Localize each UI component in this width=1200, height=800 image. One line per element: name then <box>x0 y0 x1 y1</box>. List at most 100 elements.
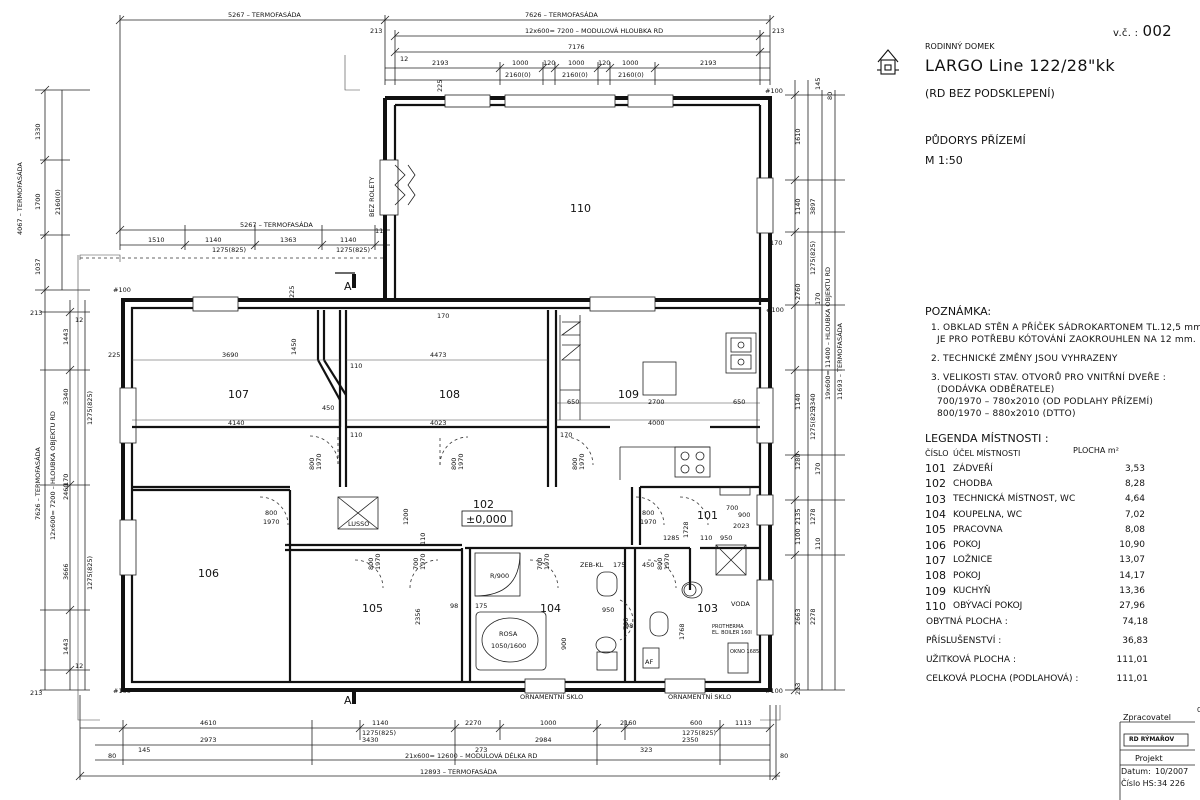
dim-bot-d: 1000 <box>540 719 557 727</box>
totals-value: 111,01 <box>1116 654 1149 665</box>
legend-room-no: 106 <box>925 538 946 552</box>
door-5-w: 800 <box>367 558 375 570</box>
dim-int-misc-3: 170 <box>437 312 449 320</box>
dim-right-2663: 2663 <box>794 608 802 625</box>
legend-col-area: PLOCHA m² <box>1073 446 1119 455</box>
dim-bot-sub-a: 1275(825) <box>362 729 396 737</box>
legend-room-name: POKOJ <box>953 540 981 551</box>
water-label: VODA <box>731 600 750 608</box>
sheet-info-panel: v.č. : 002 RODINNÝ DOMEK LARGO Line 122/… <box>885 0 1200 800</box>
door-3-w: 800 <box>265 509 277 517</box>
dim-right-2278: 2278 <box>809 608 817 625</box>
dim-right-side-c: 170 <box>814 293 822 305</box>
dim-bot-r2-b: 2973 <box>200 736 217 744</box>
sheet-number-prefix: v.č. : <box>1113 28 1139 39</box>
room-101: 101 <box>697 509 718 522</box>
dim-right-2135: 2135 <box>794 508 802 525</box>
totals-value: 74,18 <box>1122 616 1148 627</box>
note-3a: 3. VELIKOSTI STAV. OTVORŮ PRO VNITŘNÍ DV… <box>931 373 1166 383</box>
dim-right-1140b: 1140 <box>794 393 802 410</box>
door-6-w: 700 <box>536 558 544 570</box>
dim-top-side-a: 213 <box>370 27 382 35</box>
dim-bot-modular: 21x600= 12600 – MODULOVÁ DÉLKA RD <box>405 751 537 760</box>
dim-int-misc-5: 225 <box>436 80 444 92</box>
totals-row: PŘÍSLUŠENSTVÍ :36,83 <box>925 631 1149 650</box>
dim-int-misc-10: 175 <box>475 602 487 610</box>
dim-bot-r2-e: 2350 <box>682 736 699 744</box>
legend-room-name: LOŽNICE <box>953 555 993 566</box>
dim-int-misc-21: #100 <box>766 306 784 314</box>
sheet-number-label: v.č. : 002 <box>1113 22 1172 40</box>
door-1-h: 1970 <box>457 453 465 470</box>
room-110: 110 <box>570 202 591 215</box>
legend-room-area: 7,02 <box>1124 509 1145 520</box>
dim-left-lower-mod: 12x600= 7200 – HLOUBKA OBJEKTU RD <box>49 411 57 540</box>
dim-bot-r2-c: 3430 <box>362 736 379 744</box>
dim-top-7176: 7176 <box>568 43 585 51</box>
legend-room-area: 13,07 <box>1119 555 1145 566</box>
note-3d: 800/1970 – 880x2010 (DTTO) <box>937 409 1076 419</box>
door-4-h: 1970 <box>640 518 657 526</box>
room-104: 104 <box>540 602 561 615</box>
dim-int-4023: 4023 <box>430 419 447 427</box>
legend-room-no: 103 <box>925 492 946 506</box>
legend-room-area: 27,96 <box>1119 601 1145 612</box>
legend-col-purpose: ÚČEL MÍSTNOSTI <box>953 449 1021 458</box>
dim-bot-side-b: 80 <box>780 752 788 760</box>
section-mark-bottom: A <box>344 694 352 707</box>
dim-left-1443b: 1443 <box>62 638 70 655</box>
totals-label: OBYTNÁ PLOCHA : <box>926 616 1008 627</box>
dim-int-misc-13: 450 <box>642 561 654 569</box>
door-0-w: 800 <box>308 458 316 470</box>
house-icon <box>877 49 899 75</box>
legend-room-no: 104 <box>925 508 946 522</box>
section-mark-top: A <box>344 280 352 293</box>
ornament-window-2: ORNAMENTNÍ SKLO <box>668 692 731 701</box>
note-1b: JE PRO POTŘEBU KÓTOVÁNÍ ZAOKROUHLEN NA 1… <box>937 335 1196 345</box>
room-102: 102 <box>473 498 494 511</box>
door-9-w: 700 <box>622 618 630 630</box>
room-109: 109 <box>618 388 639 401</box>
dim-int-1285: 1285 <box>663 534 680 542</box>
title-block-frame <box>1119 721 1195 800</box>
drawn-by-label: Zpracovatel <box>1123 713 1171 722</box>
dim-top-sub-a: 2160(0) <box>505 71 531 79</box>
shower-label: R/900 <box>490 572 509 580</box>
legend-room-area: 8,28 <box>1124 478 1145 489</box>
dim-top-left-total: 5267 – TERMOFASÁDA <box>228 10 301 19</box>
legend-room-no: 108 <box>925 569 946 583</box>
legend-room-name: TECHNICKÁ MÍSTNOST, WC <box>953 494 1076 505</box>
totals-label: UŽITKOVÁ PLOCHA : <box>926 654 1016 665</box>
dim-bot-side-a: 80 <box>108 752 116 760</box>
dim-top-a: 2193 <box>432 59 449 67</box>
ornament-window-1: ORNAMENTNÍ SKLO <box>520 692 583 701</box>
dim-left-1037: 1037 <box>34 258 42 275</box>
dim-int-misc-11: 98 <box>625 622 633 630</box>
dim-top-side-c: 12 <box>400 55 408 63</box>
dim-int-950b: 950 <box>720 534 732 542</box>
dim-int-2700: 2700 <box>648 398 665 406</box>
door-6-h: 1970 <box>543 553 551 570</box>
dim-int-misc-16: 170 <box>770 239 782 247</box>
dim-top-g: 2193 <box>700 59 717 67</box>
legend-room-no: 101 <box>925 462 946 476</box>
totals-label: CELKOVÁ PLOCHA (PODLAHOVÁ) : <box>926 673 1079 684</box>
dimension-texts-right: 1610 1140 3897 2760 1140 3340 1280 2135 … <box>794 78 844 695</box>
legend-room-no: 110 <box>925 599 946 613</box>
project-small-label: RODINNÝ DOMEK <box>925 42 995 51</box>
dim-int-misc-9: 98 <box>450 602 458 610</box>
dim-top-sub-b: 2160(0) <box>562 71 588 79</box>
legend-room-name: POKOJ <box>953 570 981 581</box>
attic-label: LUSSO <box>348 520 369 528</box>
totals-value: 111,01 <box>1116 673 1149 684</box>
date-value: 10/2007 <box>1155 767 1189 776</box>
dim-int-misc-7: 225 <box>108 351 120 359</box>
dim-bot-e: 2160 <box>620 719 637 727</box>
legend-room-no: 102 <box>925 477 946 491</box>
